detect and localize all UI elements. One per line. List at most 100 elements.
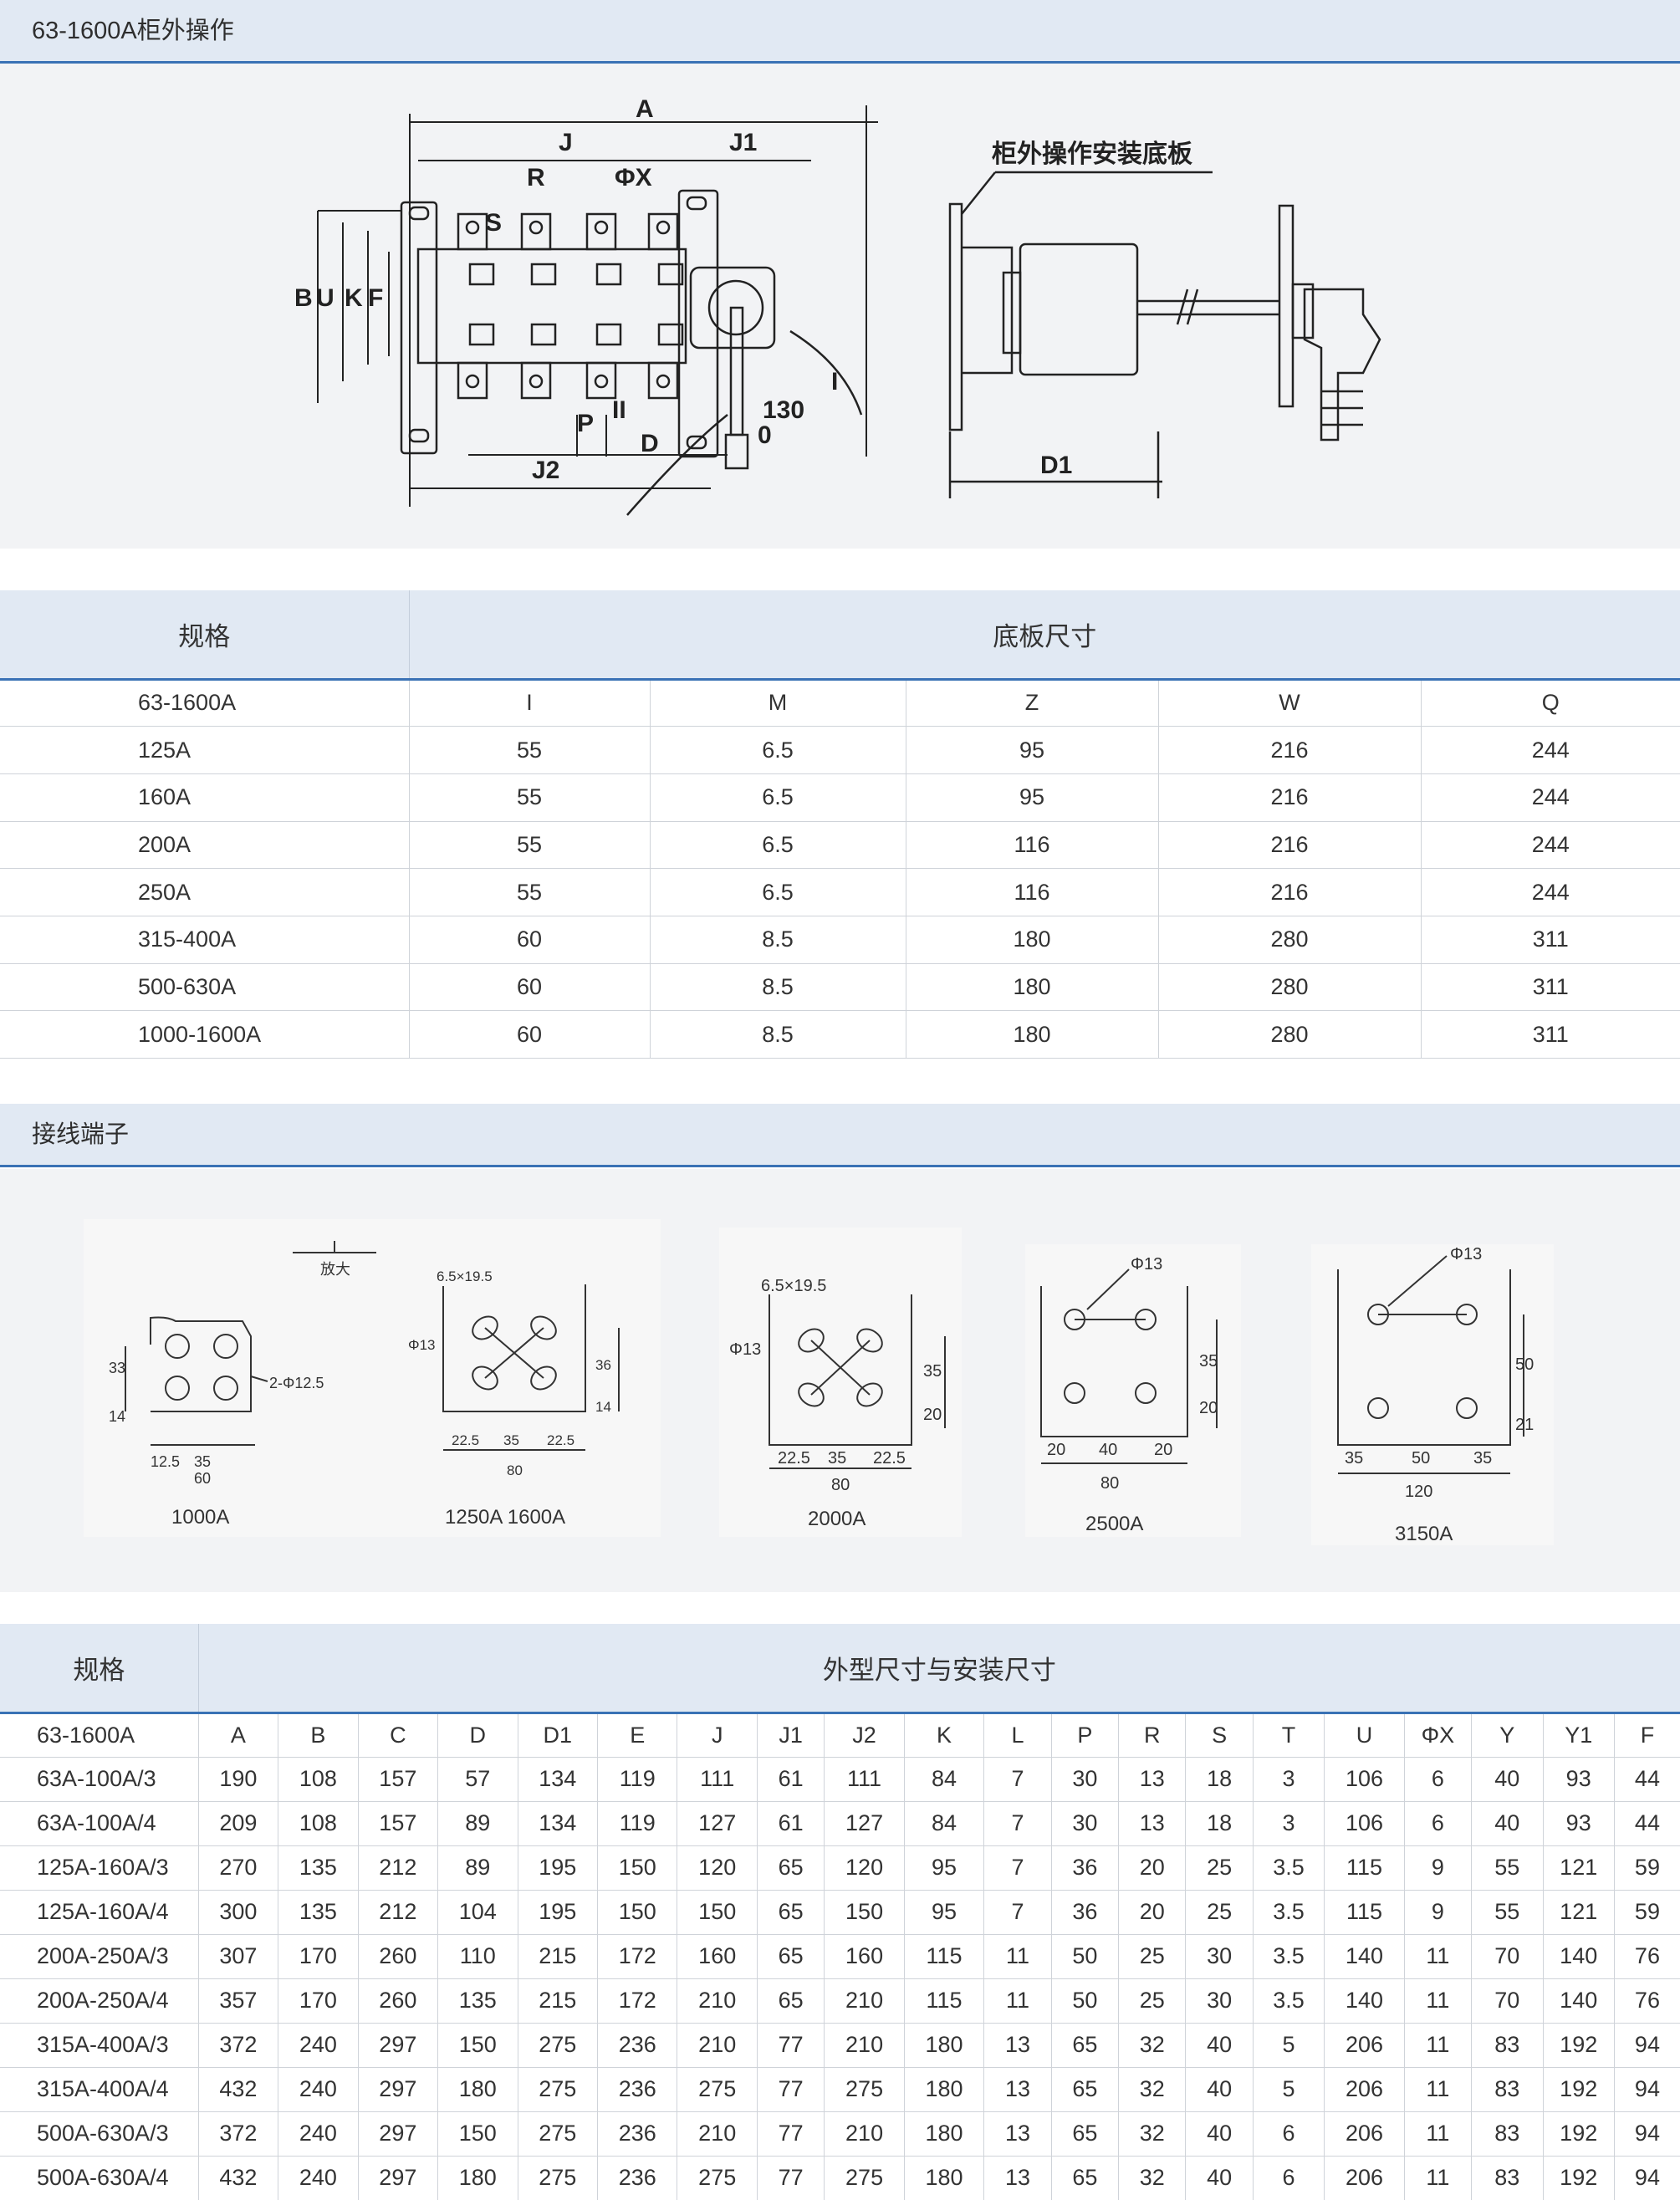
table-cell: 11 (983, 1978, 1052, 2024)
table-cell: 216 (1157, 821, 1421, 870)
svg-text:80: 80 (507, 1462, 523, 1478)
table-cell: 500-630A (0, 963, 409, 1012)
svg-text:35: 35 (828, 1449, 846, 1468)
terminal-caption: 1000A (171, 1506, 229, 1529)
table-cell: 372 (197, 2111, 278, 2157)
side-view-dim: D1 (1040, 452, 1072, 479)
table-cell: 6.5 (649, 726, 906, 774)
table-cell: 11 (1403, 2023, 1472, 2068)
table-cell: 94 (1613, 2067, 1680, 2112)
table-cell: 104 (437, 1890, 518, 1935)
table-cell: 200A-250A/3 (0, 1934, 199, 1979)
table-cell: 6 (1403, 1757, 1472, 1802)
table-cell: 140 (1542, 1934, 1615, 1979)
table-cell: 206 (1324, 2023, 1405, 2068)
table-cell: 65 (756, 1845, 825, 1891)
table-cell: 210 (824, 1978, 905, 2024)
table-cell: 180 (903, 2111, 984, 2157)
table-cell: 150 (824, 1890, 905, 1935)
table-cell: 311 (1420, 916, 1680, 964)
outside-operation-drawing-panel: A J J1 R ΦX S B U K F 130 0 P D J2 I II (0, 64, 1680, 549)
table-cell: 1000-1600A (0, 1010, 409, 1059)
section-title: 63-1600A柜外操作 (32, 18, 234, 44)
table-cell: 135 (278, 1890, 359, 1935)
table-cell: U (1324, 1713, 1405, 1758)
svg-text:B: B (294, 284, 313, 312)
table-cell: 30 (1185, 1934, 1254, 1979)
table-cell: 275 (677, 2156, 758, 2200)
table-cell: 36 (1050, 1845, 1119, 1891)
section-header-outside-operation: 63-1600A柜外操作 (0, 0, 1680, 64)
table-cell: 111 (824, 1757, 905, 1802)
table-cell: 59 (1613, 1845, 1680, 1891)
table-cell: 30 (1050, 1801, 1119, 1846)
table-row: 500-630A 60 8.5 180 280 311 (0, 963, 1680, 1012)
table-cell: 357 (197, 1978, 278, 2024)
table-cell: 236 (596, 2023, 677, 2068)
table-cell: 125A-160A/3 (0, 1845, 199, 1891)
terminal-3150a: Φ13 50 21 35 50 35 120 3150A (1311, 1244, 1554, 1545)
terminal-drawings: 放大 2-Φ12.5 33 14 12.5 35 60 1000A 6.5×19… (84, 1219, 1554, 1545)
table-cell: 95 (903, 1845, 984, 1891)
table-cell: 297 (357, 2067, 438, 2112)
table-cell: 11 (1403, 2111, 1472, 2157)
table-cell: 77 (756, 2156, 825, 2200)
table-cell: 94 (1613, 2111, 1680, 2157)
table-cell: 275 (517, 2156, 598, 2200)
table-cell: 160 (677, 1934, 758, 1979)
table-cell: 116 (905, 821, 1158, 870)
table-cell: Y (1471, 1713, 1543, 1758)
table-cell: 32 (1118, 2023, 1186, 2068)
table-cell: 63A-100A/4 (0, 1801, 199, 1846)
section-title: 接线端子 (32, 1121, 130, 1148)
dimension-lines (317, 105, 878, 507)
table-cell: 25 (1185, 1845, 1254, 1891)
svg-text:Φ13: Φ13 (1131, 1255, 1162, 1274)
terminal-caption: 3150A (1395, 1523, 1453, 1545)
table-cell: 76 (1613, 1978, 1680, 2024)
table-cell: 215 (517, 1934, 598, 1979)
table-cell: 200A-250A/4 (0, 1978, 199, 2024)
table-cell: 172 (596, 1978, 677, 2024)
table-cell: 150 (596, 1890, 677, 1935)
table-cell: 140 (1324, 1934, 1405, 1979)
svg-text:50: 50 (1412, 1449, 1430, 1468)
table-cell: 65 (756, 1978, 825, 2024)
svg-text:20: 20 (1047, 1441, 1065, 1459)
switch-body (400, 189, 863, 516)
table-cell: 150 (596, 1845, 677, 1891)
table-cell: 55 (1471, 1890, 1543, 1935)
table-cell: 119 (596, 1757, 677, 1802)
table-cell: 65 (1050, 2067, 1119, 2112)
table-cell: 40 (1471, 1801, 1543, 1846)
svg-text:J: J (559, 129, 573, 156)
table-cell: 108 (278, 1757, 359, 1802)
svg-text:14: 14 (109, 1408, 125, 1425)
table-cell: 240 (278, 2067, 359, 2112)
table-cell: 210 (677, 2111, 758, 2157)
svg-text:35: 35 (1345, 1449, 1363, 1468)
baseplate-dimension-table: 规格 底板尺寸 63-1600A I M Z W Q 125A 55 6.5 9… (0, 590, 1680, 1059)
table-cell: 240 (278, 2111, 359, 2157)
table-cell: 315A-400A/4 (0, 2067, 199, 2112)
table-cell: 195 (517, 1845, 598, 1891)
header-baseplate-size: 底板尺寸 (408, 590, 1680, 681)
table-cell: 8.5 (649, 1010, 906, 1059)
table-cell: M (649, 679, 906, 727)
svg-text:35: 35 (923, 1362, 942, 1381)
table-row: 250A 55 6.5 116 216 244 (0, 868, 1680, 916)
table-cell: A (197, 1713, 278, 1758)
table-cell: 6 (1252, 2156, 1325, 2200)
svg-text:12.5: 12.5 (151, 1453, 180, 1470)
table-cell: P (1050, 1713, 1119, 1758)
table-cell: 121 (1542, 1890, 1615, 1935)
svg-text:22.5: 22.5 (778, 1449, 810, 1468)
svg-text:F: F (368, 284, 383, 312)
table-cell: 240 (278, 2156, 359, 2200)
svg-text:130: 130 (763, 396, 804, 424)
terminal-drawings-panel: 放大 2-Φ12.5 33 14 12.5 35 60 1000A 6.5×19… (0, 1169, 1680, 1592)
table-cell: 93 (1542, 1757, 1615, 1802)
header-spec: 规格 (0, 1624, 199, 1714)
